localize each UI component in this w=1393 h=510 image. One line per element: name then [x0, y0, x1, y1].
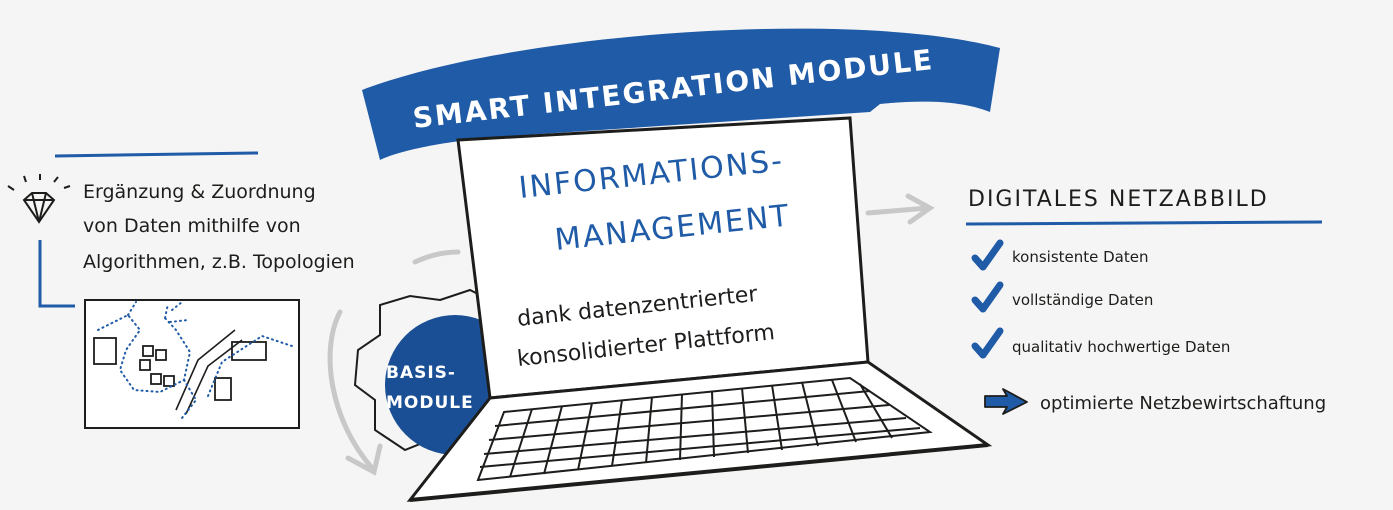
map-roads — [175, 329, 243, 415]
arrow-to-right-head — [905, 193, 935, 225]
left-top-rule — [54, 151, 259, 158]
right-block: DIGITALES NETZABBILD konsistente Daten v… — [965, 187, 1326, 415]
laptop-icon: INFORMATIONS- MANAGEMENT dank datenzentr… — [406, 116, 993, 502]
arrow-from-left — [412, 249, 461, 265]
gear-label-line1: BASIS- — [386, 363, 456, 383]
check-item-3: qualitativ hochwertige Daten — [971, 327, 1230, 359]
diamond-icon — [7, 174, 71, 224]
gear-label-line2: MODULE — [386, 393, 474, 413]
arrow-to-right — [865, 205, 931, 216]
left-block: Ergänzung & Zuordnung von Daten mithilfe… — [7, 151, 355, 429]
check-item-1: konsistente Daten — [971, 239, 1149, 271]
check-item-2: vollständige Daten — [971, 281, 1153, 313]
left-text-line3: Algorithmen, z.B. Topologien — [83, 251, 355, 273]
flow-arrows — [327, 193, 935, 476]
arrow-curve-down — [327, 309, 375, 471]
check-icon — [971, 239, 1004, 271]
check-icon — [971, 327, 1004, 359]
network-map-icon — [84, 299, 300, 429]
arrow-curve-head — [345, 443, 383, 476]
check-item-label: qualitativ hochwertige Daten — [1012, 338, 1230, 356]
left-text-line2: von Daten mithilfe von — [83, 215, 301, 237]
result-item: optimierte Netzbewirtschaftung — [984, 388, 1326, 415]
result-label: optimierte Netzbewirtschaftung — [1040, 393, 1326, 414]
right-title-rule — [965, 220, 1323, 226]
laptop-keyboard — [476, 376, 933, 482]
arrow-right-icon — [984, 388, 1028, 415]
left-text-line1: Ergänzung & Zuordnung — [83, 181, 316, 203]
banner-ribbon — [362, 28, 1000, 160]
map-buildings — [93, 337, 267, 401]
check-icon — [971, 281, 1004, 313]
left-connector-line — [38, 240, 75, 308]
map-network-lines — [97, 301, 293, 419]
check-item-label: konsistente Daten — [1012, 248, 1149, 266]
right-title: DIGITALES NETZABBILD — [968, 187, 1269, 212]
check-item-label: vollständige Daten — [1012, 291, 1153, 309]
laptop-base-front — [409, 443, 989, 502]
map-frame — [84, 299, 300, 429]
